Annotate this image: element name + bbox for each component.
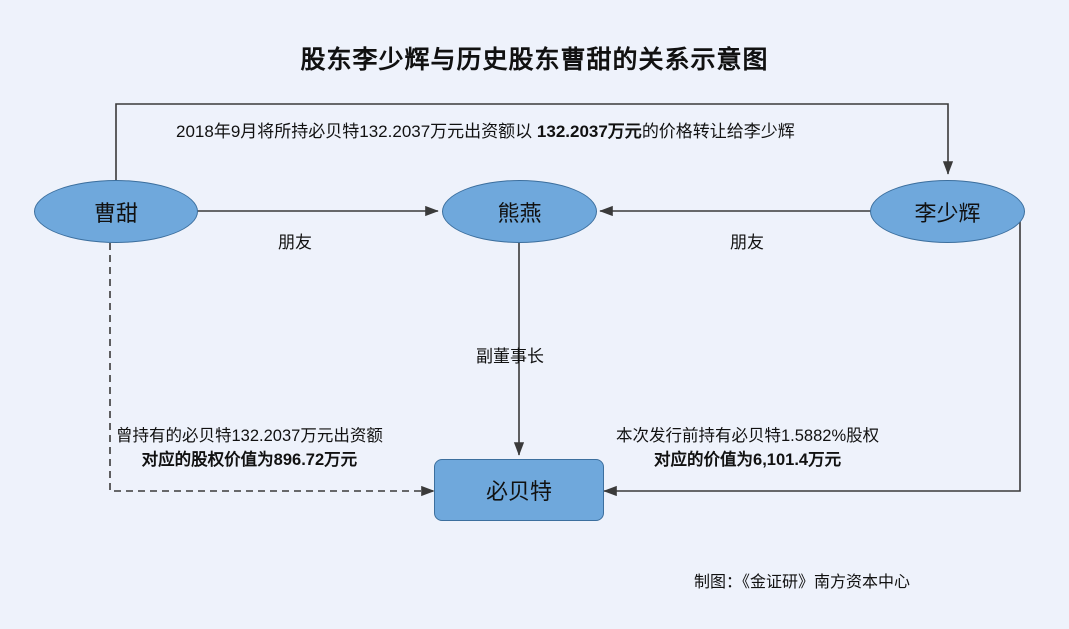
credit-text: 制图：《金证研》南方资本中心 bbox=[694, 574, 911, 591]
note-caotian-holding: 曾持有的必贝特132.2037万元出资额 对应的股权价值为896.72万元 bbox=[116, 424, 383, 472]
node-bibeite-label: 必贝特 bbox=[485, 479, 552, 504]
edge-label-vice-chairman: 副董事长 bbox=[476, 347, 544, 366]
note-transfer-plain-1: 2018年9月将所持必贝特132.2037万元出资额以 bbox=[176, 122, 537, 141]
note-transfer-plain-2: 的价格转让给李少辉 bbox=[641, 122, 795, 141]
note-lishaohui-holding-line2: 对应的价值为6,101.4万元 bbox=[654, 451, 842, 469]
note-lishaohui-holding: 本次发行前持有必贝特1.5882%股权 对应的价值为6,101.4万元 bbox=[616, 424, 879, 472]
note-caotian-holding-line1: 曾持有的必贝特132.2037万元出资额 bbox=[116, 427, 383, 445]
note-caotian-holding-line2: 对应的股权价值为896.72万元 bbox=[141, 451, 358, 469]
note-transfer-bold: 132.2037万元 bbox=[536, 122, 642, 141]
edge-lishaohui-bibeite bbox=[603, 211, 1021, 497]
page-title: 股东李少辉与历史股东曹甜的关系示意图 bbox=[300, 46, 769, 74]
node-caotian-label: 曹甜 bbox=[93, 200, 138, 226]
note-transfer-top: 2018年9月将所持必贝特132.2037万元出资额以 132.2037万元的价… bbox=[176, 117, 795, 142]
edge-label-friend-left: 朋友 bbox=[278, 233, 312, 252]
edge-label-friend-right: 朋友 bbox=[730, 233, 764, 252]
node-lishaohui[interactable]: 李少辉 bbox=[870, 180, 1025, 243]
node-lishaohui-label: 李少辉 bbox=[914, 200, 981, 226]
node-caotian[interactable]: 曹甜 bbox=[34, 180, 198, 243]
node-xiongyan-label: 熊燕 bbox=[497, 200, 542, 226]
node-xiongyan[interactable]: 熊燕 bbox=[442, 180, 597, 243]
node-bibeite[interactable]: 必贝特 bbox=[434, 459, 604, 521]
note-lishaohui-holding-line1: 本次发行前持有必贝特1.5882%股权 bbox=[616, 427, 880, 445]
edge-transfer-top bbox=[115, 103, 954, 211]
